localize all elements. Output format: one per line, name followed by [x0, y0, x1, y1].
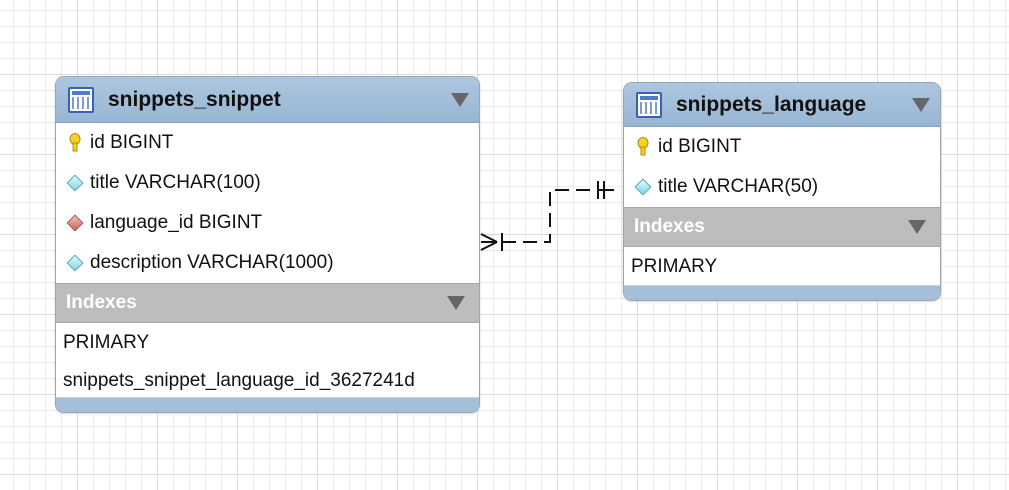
primary-key-icon [64, 132, 86, 154]
table-footer [624, 285, 940, 300]
table-snippets-snippet[interactable]: snippets_snippet id BIGINT title VARCHAR… [55, 76, 480, 413]
column-row[interactable]: title VARCHAR(100) [56, 163, 479, 203]
indexes-section-header[interactable]: Indexes [624, 207, 940, 247]
table-title: snippets_language [676, 92, 867, 116]
column-attribute-icon [64, 172, 86, 194]
table-footer [56, 397, 479, 412]
relationship-line [481, 189, 606, 243]
column-text: description VARCHAR(1000) [90, 252, 334, 273]
indexes-label: Indexes [66, 292, 137, 313]
table-snippets-language[interactable]: snippets_language id BIGINT title VARCHA… [623, 82, 941, 301]
column-text: id BIGINT [90, 132, 174, 153]
column-attribute-icon [64, 252, 86, 274]
column-attribute-icon [632, 176, 654, 198]
indexes-label: Indexes [634, 216, 705, 237]
column-text: title VARCHAR(100) [90, 172, 261, 193]
column-row[interactable]: description VARCHAR(1000) [56, 243, 479, 283]
crows-foot-lower [480, 241, 498, 251]
collapse-triangle-icon[interactable] [451, 92, 469, 107]
table-header[interactable]: snippets_language [624, 83, 940, 127]
column-row[interactable]: title VARCHAR(50) [624, 167, 940, 207]
column-text: language_id BIGINT [90, 212, 263, 233]
index-row[interactable]: PRIMARY [631, 256, 718, 277]
column-list: id BIGINT title VARCHAR(100) language_id… [56, 123, 479, 283]
column-row[interactable]: id BIGINT [56, 123, 479, 163]
column-row[interactable]: language_id BIGINT [56, 203, 479, 243]
column-text: title VARCHAR(50) [658, 176, 819, 197]
index-row[interactable]: PRIMARY [63, 332, 150, 353]
collapse-triangle-icon[interactable] [912, 97, 930, 112]
index-list: PRIMARY [624, 247, 940, 286]
index-row[interactable]: snippets_snippet_language_id_3627241d [63, 370, 415, 391]
column-text: id BIGINT [658, 136, 742, 157]
table-icon [636, 91, 662, 118]
column-list: id BIGINT title VARCHAR(50) [624, 127, 940, 207]
table-header[interactable]: snippets_snippet [56, 77, 479, 123]
column-row[interactable]: id BIGINT [624, 127, 940, 167]
collapse-triangle-icon[interactable] [447, 296, 465, 310]
table-icon [68, 86, 94, 113]
crows-foot-upper [480, 233, 498, 243]
foreign-key-icon [64, 212, 86, 234]
index-list: PRIMARY snippets_snippet_language_id_362… [56, 323, 479, 400]
table-title: snippets_snippet [108, 87, 281, 111]
indexes-section-header[interactable]: Indexes [56, 283, 479, 323]
collapse-triangle-icon[interactable] [908, 220, 926, 234]
primary-key-icon [632, 136, 654, 158]
